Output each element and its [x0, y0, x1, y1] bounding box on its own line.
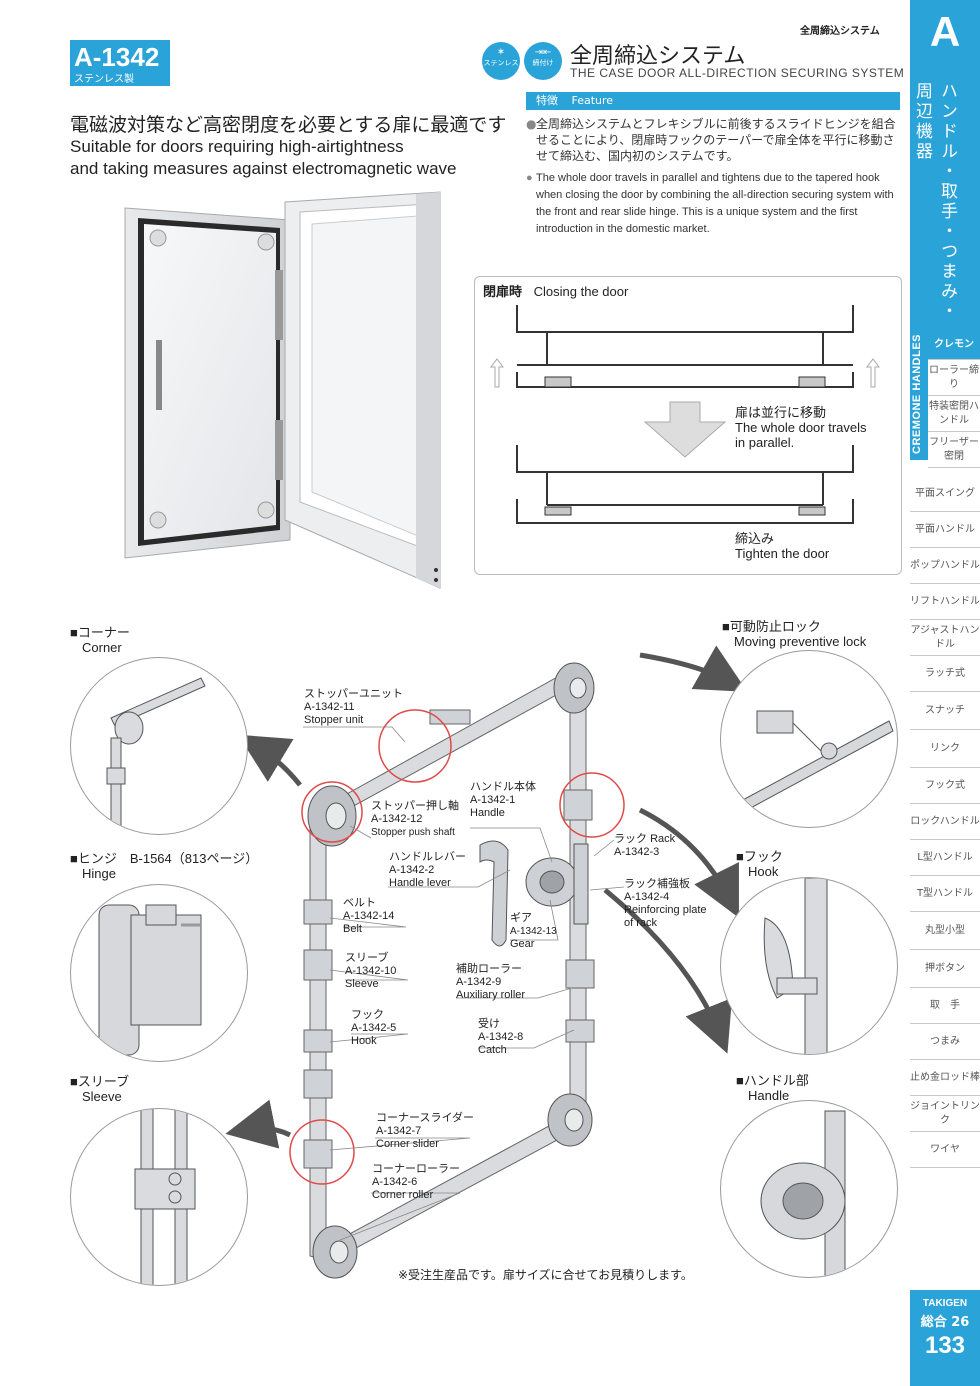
corner-detail — [70, 657, 248, 835]
travel-label: 扉は並行に移動 The whole door travels in parall… — [735, 405, 867, 450]
brand-name: TAKIGEN — [922, 1298, 968, 1309]
feature-text-en: ●The whole door travels in parallel and … — [526, 172, 894, 235]
handle-detail — [720, 1100, 898, 1278]
tab-item[interactable]: リンク — [910, 730, 980, 768]
closing-title: 閉扉時 Closing the door — [483, 284, 629, 299]
tab-category: ハンドル・取手・つまみ・周辺機器 — [912, 82, 957, 322]
assembly-diagram — [225, 645, 748, 1279]
closing-diagram: 閉扉時 Closing the door 扉は並行に移動 The whole d… — [474, 276, 902, 575]
tab-item[interactable]: クレモン — [928, 330, 980, 360]
tab-letter-block: A ハンドル・取手・つまみ・周辺機器 — [910, 0, 980, 330]
tab-letter: A — [929, 8, 961, 55]
order-note: ※受注生産品です。扉サイズに合せてお見積りします。 — [398, 1268, 693, 1282]
hinge-heading: ■ヒンジ B-1564（813ページ）Hinge — [70, 851, 259, 881]
page-footer-tab: TAKIGEN 総合 26 133 — [910, 1290, 980, 1386]
tab-item[interactable]: ラッチ式 — [910, 656, 980, 692]
feature-label-jp: 特徴 — [536, 94, 558, 107]
index-tab: A ハンドル・取手・つまみ・周辺機器 CREMONE HANDLES クレモン … — [910, 0, 980, 1386]
tab-item[interactable]: 平面スイング — [910, 476, 980, 512]
stainless-icon: ✶ ステンレス — [482, 42, 520, 80]
feature-label-en: Feature — [571, 94, 614, 107]
tighten-label: 締込み Tighten the door — [735, 531, 830, 561]
hook-detail — [720, 877, 898, 1055]
tab-item[interactable]: ワイヤ — [910, 1132, 980, 1168]
system-title-en: THE CASE DOOR ALL-DIRECTION SECURING SYS… — [570, 66, 905, 80]
section-label: 全周締込システム — [800, 26, 880, 37]
tab-item[interactable]: ロックハンドル — [910, 804, 980, 840]
headline-en: Suitable for doors requiring high-airtig… — [70, 136, 457, 180]
product-code-badge: A-1342 ステンレス製 — [70, 40, 170, 86]
tab-item[interactable]: フック式 — [910, 768, 980, 804]
tab-item[interactable]: つまみ — [910, 1024, 980, 1060]
tab-item[interactable]: スナッチ — [910, 692, 980, 730]
cremone-strip: CREMONE HANDLES — [910, 330, 928, 460]
headline-jp: 電磁波対策など高密閉度を必要とする扉に最適です — [70, 114, 507, 136]
product-material: ステンレス製 — [74, 74, 134, 85]
feature-header: 特徴 Feature — [526, 92, 900, 110]
tab-item[interactable]: フリーザー密閉 — [928, 432, 980, 468]
feature-text-jp: ●全周締込システムとフレキシブルに前後するスライドヒンジを組合せることにより、閉… — [526, 117, 896, 163]
headline-en-line2: and taking measures against electromagne… — [70, 159, 457, 178]
tab-item[interactable]: 平面ハンドル — [910, 512, 980, 548]
headline-en-line1: Suitable for doors requiring high-airtig… — [70, 137, 404, 156]
tab-item[interactable]: 取 手 — [910, 988, 980, 1024]
product-code: A-1342 — [74, 42, 160, 72]
sleeve-detail — [70, 1108, 248, 1286]
tab-item[interactable]: L型ハンドル — [910, 840, 980, 876]
tab-item[interactable]: リフトハンドル — [910, 584, 980, 620]
tab-item[interactable]: アジャストハンドル — [910, 620, 980, 656]
lock-detail — [720, 650, 898, 828]
door-photo — [124, 191, 441, 589]
tab-item[interactable]: 押ボタン — [910, 950, 980, 988]
tab-item[interactable]: ジョイントリンク — [910, 1096, 980, 1132]
page-number: 133 — [924, 1332, 966, 1359]
system-title-jp: 全周締込システム — [570, 44, 746, 69]
tab-item[interactable]: 丸型小型 — [910, 912, 980, 950]
closing-sections-svg — [490, 305, 880, 524]
tab-item[interactable]: ローラー締り — [928, 360, 980, 396]
tab-item[interactable]: ポップハンドル — [910, 548, 980, 584]
securing-icon: ⇥⇤ 締付け — [524, 42, 562, 80]
edition: 総合 26 — [920, 1315, 970, 1330]
tab-item[interactable]: 特装密閉ハンドル — [928, 396, 980, 432]
hinge-detail — [70, 884, 248, 1062]
tab-item[interactable]: T型ハンドル — [910, 876, 980, 912]
tab-item[interactable]: 止め金ロッド棒 — [910, 1060, 980, 1096]
